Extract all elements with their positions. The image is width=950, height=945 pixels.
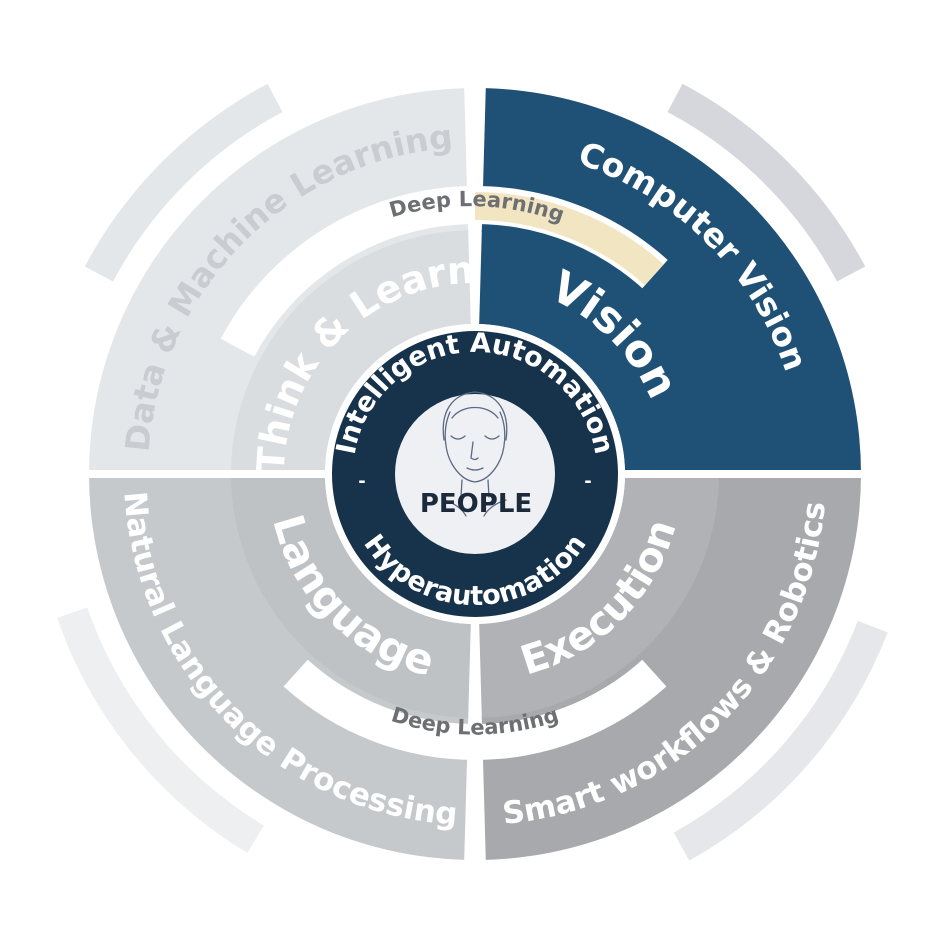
face-icon <box>442 391 508 517</box>
deep-learning-highlight <box>475 192 664 286</box>
inner-segment-bottom-left <box>231 474 471 718</box>
center-separator-right: - <box>584 471 591 492</box>
decor-arc-top-left <box>84 83 283 282</box>
inner-segment-top-left <box>231 230 471 474</box>
inner-segment-top-right <box>479 230 719 474</box>
decor-arc-top-right <box>667 83 866 282</box>
people-label: PEOPLE <box>420 489 532 519</box>
deep-learning-bottom-channel <box>283 659 667 760</box>
core-people-disc <box>395 394 555 554</box>
decor-arc-bottom-left <box>57 607 264 853</box>
inner-segment-bottom-right <box>479 474 719 718</box>
outer-segment-top-right <box>481 88 861 474</box>
outer-segment-bottom-left <box>89 474 469 860</box>
center-separator-left: - <box>358 471 365 492</box>
outer-segment-bottom-right <box>481 474 861 860</box>
decor-arc-bottom-right <box>673 620 888 861</box>
